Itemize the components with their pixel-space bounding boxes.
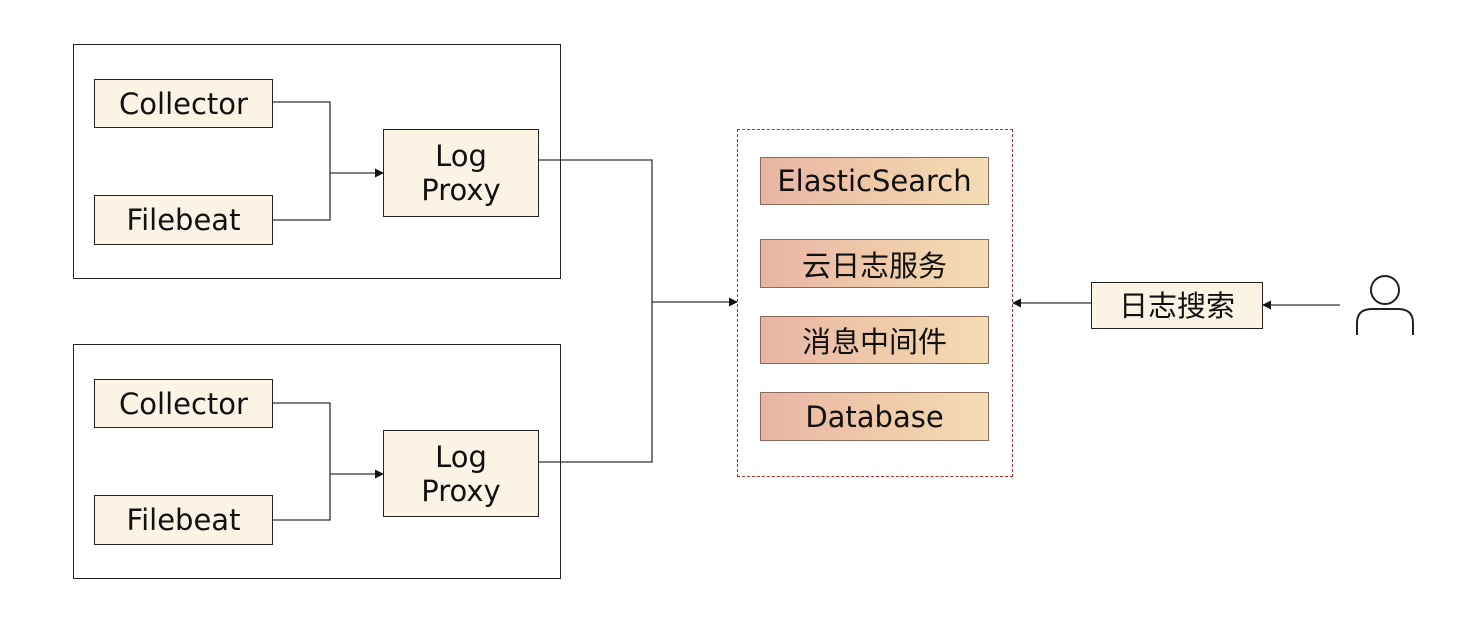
user-icon	[1356, 275, 1414, 335]
log-proxy-label-line1: Log	[435, 139, 487, 173]
storage-group	[737, 129, 1013, 477]
proxy-to-storage-line	[539, 159, 653, 302]
storage-item-database: Database	[760, 392, 989, 441]
collector-box: Collector	[94, 379, 273, 428]
storage-item-cloud-log-service: 云日志服务	[760, 239, 989, 288]
filebeat-to-proxy-line	[273, 474, 331, 521]
collector-to-proxy-line	[273, 101, 331, 173]
log-search-box: 日志搜索	[1091, 282, 1263, 329]
log-source-group	[73, 44, 561, 279]
log-proxy-label-line2: Proxy	[421, 173, 501, 207]
filebeat-to-proxy-line	[273, 173, 331, 221]
log-proxy-box: Log Proxy	[383, 430, 539, 517]
log-source-group	[73, 344, 561, 579]
filebeat-box: Filebeat	[94, 195, 273, 245]
log-proxy-label-line1: Log	[435, 439, 487, 474]
proxy-to-storage-line	[539, 302, 653, 463]
storage-item-elasticsearch: ElasticSearch	[760, 157, 989, 205]
log-proxy-box: Log Proxy	[383, 129, 539, 217]
storage-item-message-middleware: 消息中间件	[760, 316, 989, 364]
filebeat-box: Filebeat	[94, 495, 273, 545]
log-proxy-label-line2: Proxy	[421, 473, 501, 508]
collector-to-proxy-line	[273, 402, 331, 474]
collector-box: Collector	[94, 79, 273, 128]
